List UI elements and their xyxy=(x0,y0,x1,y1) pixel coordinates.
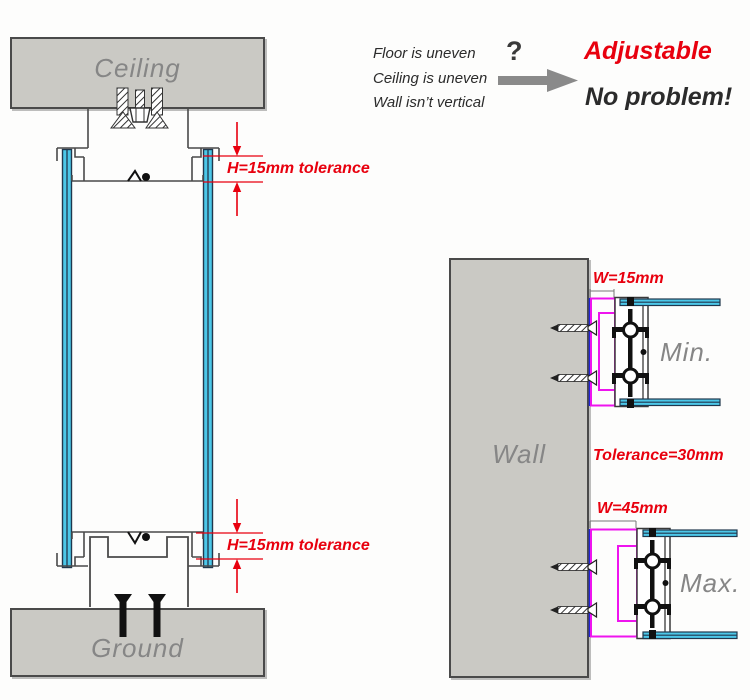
max-dimension-ticks xyxy=(589,520,637,528)
max-adjuster-hardware-icon xyxy=(634,528,671,639)
min-adjuster-hardware-icon xyxy=(612,297,649,408)
min-glazing-profile xyxy=(614,296,649,408)
glass-panes-section xyxy=(61,148,214,569)
problem-line-floor: Floor is uneven xyxy=(373,45,476,62)
answer-adjustable: Adjustable xyxy=(584,37,712,65)
min-width-label: W=15mm xyxy=(593,270,664,287)
question-mark: ? xyxy=(506,36,523,66)
bottom-track-clip-icon xyxy=(127,531,150,545)
wall-label: Wall xyxy=(491,439,547,469)
min-wall-profile xyxy=(588,297,616,407)
max-glazing-profile xyxy=(636,527,671,640)
wall-tolerance-label: Tolerance=30mm xyxy=(593,447,724,464)
problem-list: Floor is uneven Ceiling is uneven Wall i… xyxy=(373,45,487,119)
top-track-profile xyxy=(56,147,220,182)
min-dimension-ticks xyxy=(589,289,615,298)
ceiling-hanger-bracket xyxy=(87,108,189,148)
ceiling-label: Ceiling xyxy=(94,53,181,83)
bottom-track-profile xyxy=(56,531,220,567)
top-track-clip-icon xyxy=(127,169,150,182)
problem-line-ceiling: Ceiling is uneven xyxy=(373,69,488,87)
max-label: Max. xyxy=(680,568,741,598)
problem-line-wall: Wall isn’t vertical xyxy=(373,94,485,111)
ground-label: Ground xyxy=(91,633,184,663)
min-label: Min. xyxy=(660,337,714,367)
floor-riser-profile xyxy=(89,536,189,607)
answer-no-problem: No problem! xyxy=(585,83,733,111)
max-wall-profile xyxy=(588,528,638,638)
ground-block xyxy=(10,608,265,677)
max-width-label: W=45mm xyxy=(597,500,668,517)
top-tolerance-label: H=15mm tolerance xyxy=(227,160,370,177)
bottom-tolerance-label: H=15mm tolerance xyxy=(227,537,370,554)
headline-arrow-icon xyxy=(498,69,578,92)
